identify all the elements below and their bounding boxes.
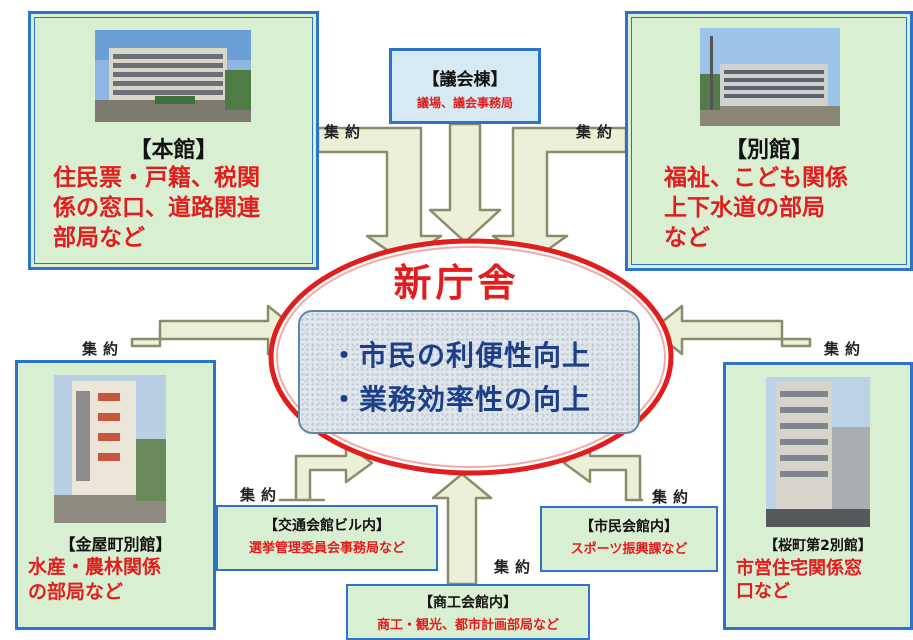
bekkan-box: 【別館】 福祉、こども関係 上下水道の部局 など <box>625 11 913 271</box>
honkan-line-2: 係の窓口、道路関連 <box>53 194 260 221</box>
benefit-convenience: ・市民の利便性向上 <box>330 339 592 372</box>
honkan-description: 住民票・戸籍、税関 係の窓口、道路関連 部局など <box>53 164 260 254</box>
kanaya-photo <box>54 375 166 523</box>
arrow-label-shimin: 集約 <box>652 488 695 506</box>
shimin-box: 【市民会館内】 スポーツ振興課など <box>540 506 718 572</box>
sakura-line-2: 口など <box>736 581 790 603</box>
arrow-shimin <box>562 442 644 502</box>
kanaya-description: 水産・農林関係 の部局など <box>28 555 161 604</box>
benefit-efficiency: ・業務効率性の向上 <box>330 383 592 416</box>
bekkan-line-1: 福祉、こども関係 <box>664 165 848 191</box>
bekkan-description: 福祉、こども関係 上下水道の部局 など <box>664 164 848 254</box>
honkan-title: 【本館】 <box>129 138 218 163</box>
sakura-title: 【桜町第2別館】 <box>764 538 872 554</box>
kotsu-title: 【交通会館ビル内】 <box>264 518 390 534</box>
arrow-honkan <box>316 126 443 264</box>
bekkan-line-2: 上下水道の部局 <box>664 194 825 221</box>
sakura-description: 市営住宅関係窓 口など <box>736 557 862 604</box>
kanaya-line-1: 水産・農林関係 <box>28 556 162 578</box>
honkan-line-1: 住民票・戸籍、税関 <box>53 165 260 191</box>
kanaya-line-2: の部局など <box>28 580 124 603</box>
kotsu-sub: 選挙管理委員会事務局など <box>248 541 405 556</box>
shimin-title: 【市民会館内】 <box>580 519 678 535</box>
shoko-sub: 商工・観光、都市計画部局など <box>376 618 559 633</box>
arrow-label-kanaya: 集約 <box>82 340 125 358</box>
shimin-sub: スポーツ振興課など <box>570 542 688 557</box>
arrow-label-kotsu: 集約 <box>240 486 283 504</box>
arrow-shoko <box>431 472 493 586</box>
gikaito-title: 【議会棟】 <box>422 70 508 90</box>
sakura-photo <box>766 377 870 527</box>
arrow-label-sakura: 集約 <box>824 340 867 358</box>
sakura-box: 【桜町第2別館】 市営住宅関係窓 口など <box>723 362 913 630</box>
arrow-label-bekkan: 集約 <box>576 123 619 141</box>
kotsu-box: 【交通会館ビル内】 選挙管理委員会事務局など <box>216 505 438 571</box>
kanaya-box: 【金屋町別館】 水産・農林関係 の部局など <box>15 360 216 630</box>
kanaya-title: 【金屋町別館】 <box>59 535 172 554</box>
bekkan-line-3: など <box>664 224 710 251</box>
arrow-kotsu <box>278 442 374 502</box>
arrow-gikaito <box>428 122 502 244</box>
shoko-title: 【商工会館内】 <box>419 595 517 611</box>
bekkan-title: 【別館】 <box>724 138 813 163</box>
shoko-box: 【商工会館内】 商工・観光、都市計画部局など <box>346 584 590 640</box>
honkan-box: 【本館】 住民票・戸籍、税関 係の窓口、道路関連 部局など <box>28 11 319 270</box>
bekkan-photo <box>700 28 840 126</box>
arrow-label-honkan: 集約 <box>324 123 367 141</box>
new-building-title: 新庁舎 <box>393 261 520 305</box>
sakura-line-1: 市営住宅関係窓 <box>736 558 862 579</box>
gikaito-sub: 議場、議会事務局 <box>416 96 513 110</box>
benefits-box: ・市民の利便性向上 ・業務効率性の向上 <box>298 310 640 434</box>
honkan-photo <box>95 30 251 122</box>
arrow-label-shoko: 集約 <box>494 558 537 576</box>
arrow-sakura <box>650 304 812 356</box>
gikaito-box: 【議会棟】 議場、議会事務局 <box>389 48 541 124</box>
honkan-line-3: 部局など <box>53 224 145 251</box>
